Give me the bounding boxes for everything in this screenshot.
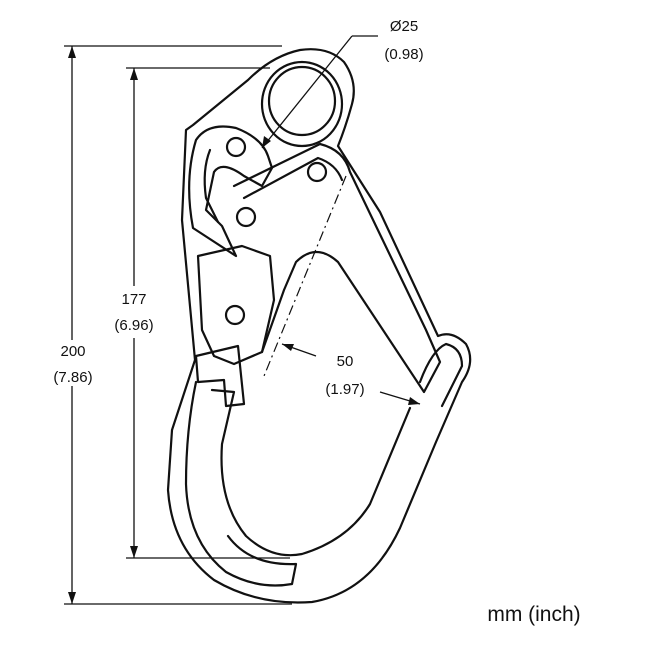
lever-plate-slot [203,148,220,224]
dim-25-inch: (0.98) [384,46,423,63]
rivet-hole-lower [224,304,246,326]
dim-25-value: Ø25 [390,18,418,35]
rivet-hole-top [225,136,247,158]
hook-inner-curve [210,388,412,557]
dim-200-value: 200 [60,343,85,360]
dim-25-arrow [262,136,271,148]
latch-block [194,344,246,408]
dim-50-value: 50 [337,353,354,370]
rivet-hole-middle [235,206,257,228]
lever-plate [188,125,274,258]
gate-arm [232,142,442,394]
gate-centerline [263,175,347,377]
eye-ring-inner [267,65,337,137]
eye-ring-outer [260,60,344,148]
gate-arm-inner-line [242,156,344,200]
dim-177-inch: (6.96) [114,317,153,334]
dim-50-arrow-b [408,397,420,405]
units-label: mm (inch) [487,603,580,626]
dim-200-inch: (7.86) [53,369,92,386]
dim-177-value: 177 [121,291,146,308]
dim-177-arrow-bottom [130,546,138,558]
dim-177-arrow-top [130,68,138,80]
dim-50-inch: (1.97) [325,381,364,398]
hook-inner-lower [184,380,298,587]
hook-body-outline [166,48,472,604]
dim-200-arrow-bottom [68,592,76,604]
dim-200-arrow-top [68,46,76,58]
rivet-hole-gate [306,161,328,183]
gate-nose [418,342,464,408]
dim-25-leader [261,35,353,149]
dim-50-arrow-a [282,344,294,351]
